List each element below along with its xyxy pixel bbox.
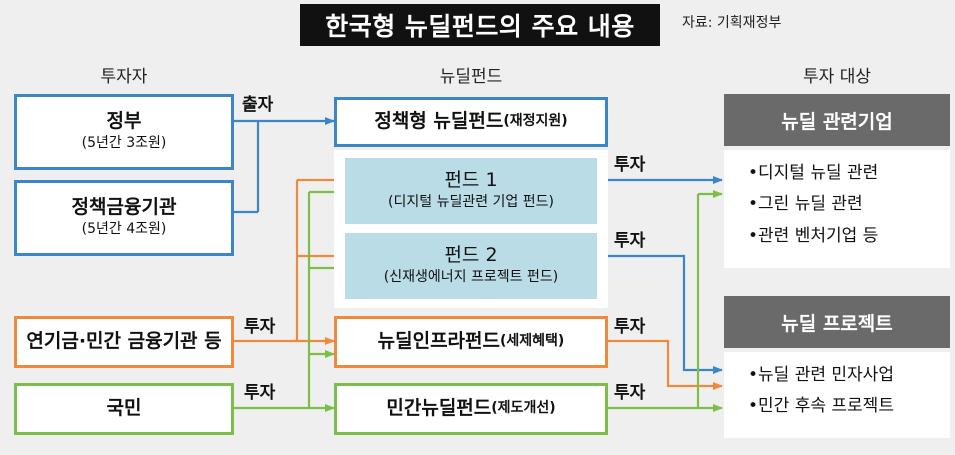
investor-government: 정부 (5년간 3조원): [14, 94, 234, 170]
investor-citizens: 국민: [14, 383, 234, 435]
investor-government-name: 정부: [106, 110, 142, 133]
label-invest-infra: 투자: [614, 317, 646, 337]
fund-policy-note: (재정지원): [503, 113, 568, 130]
investor-pension-name: 연기금·민간 금융기관 등: [26, 330, 222, 353]
fund-1-detail: (디지털 뉴딜관련 기업 펀드): [388, 194, 554, 211]
target-projects-list: •뉴딜 관련 민자사업 •민간 후속 프로젝트: [724, 352, 950, 438]
fund-private: 민간뉴딜펀드 (제도개선): [334, 383, 608, 435]
target-companies-item: •관련 벤처기업 등: [748, 225, 879, 246]
label-contribute: 출자: [242, 95, 274, 115]
target-companies-list: •디지털 뉴딜 관련 •그린 뉴딜 관련 •관련 벤처기업 등: [724, 150, 950, 268]
investor-citizens-name: 국민: [106, 397, 142, 420]
label-invest-citizens: 투자: [244, 383, 276, 403]
fund-2-name: 펀드 2: [444, 244, 498, 267]
column-heading-funds: 뉴딜펀드: [439, 67, 503, 87]
fund-2-detail: (신재생에너지 프로젝트 펀드): [383, 269, 559, 286]
investor-policy-finance-name: 정책금융기관: [71, 196, 177, 219]
fund-policy-name: 정책형 뉴딜펀드: [374, 110, 504, 133]
label-invest-fund2: 투자: [614, 231, 646, 251]
column-heading-targets: 투자 대상: [803, 67, 871, 87]
fund-infra-note: (세제혜택): [500, 333, 565, 350]
fund-2: 펀드 2 (신재생에너지 프로젝트 펀드): [345, 233, 597, 299]
fund-private-name: 민간뉴딜펀드: [386, 397, 492, 420]
column-heading-investors: 투자자: [100, 67, 148, 87]
fund-infra-name: 뉴딜인프라펀드: [377, 330, 501, 353]
target-companies-item: •그린 뉴딜 관련: [748, 194, 863, 215]
investor-policy-finance-detail: (5년간 4조원): [81, 221, 167, 238]
target-projects-item: •뉴딜 관련 민자사업: [748, 365, 894, 385]
investor-policy-finance: 정책금융기관 (5년간 4조원): [14, 180, 234, 256]
source-note: 자료: 기획재정부: [682, 15, 782, 31]
label-invest-pension: 투자: [244, 317, 276, 337]
flow-infra-projects: [608, 339, 723, 390]
fund-1: 펀드 1 (디지털 뉴딜관련 기업 펀드): [345, 158, 597, 224]
target-companies-header: 뉴딜 관련기업: [724, 94, 950, 146]
fund-infra: 뉴딜인프라펀드 (세제혜택): [334, 316, 608, 368]
fund-1-name: 펀드 1: [444, 169, 498, 192]
investor-pension: 연기금·민간 금융기관 등: [14, 316, 234, 368]
flow-fund2-projects: [608, 254, 723, 374]
fund-policy: 정책형 뉴딜펀드 (재정지원): [334, 97, 608, 147]
label-invest-fund1: 투자: [614, 155, 646, 175]
target-companies-item: •디지털 뉴딜 관련: [748, 163, 879, 183]
label-invest-private: 투자: [614, 383, 646, 403]
target-projects-header: 뉴딜 프로젝트: [724, 296, 950, 348]
page-title: 한국형 뉴딜펀드의 주요 내용: [300, 4, 660, 46]
fund-private-note: (제도개선): [491, 400, 556, 417]
target-projects-item: •민간 후속 프로젝트: [748, 396, 894, 417]
investor-government-detail: (5년간 3조원): [81, 135, 167, 152]
